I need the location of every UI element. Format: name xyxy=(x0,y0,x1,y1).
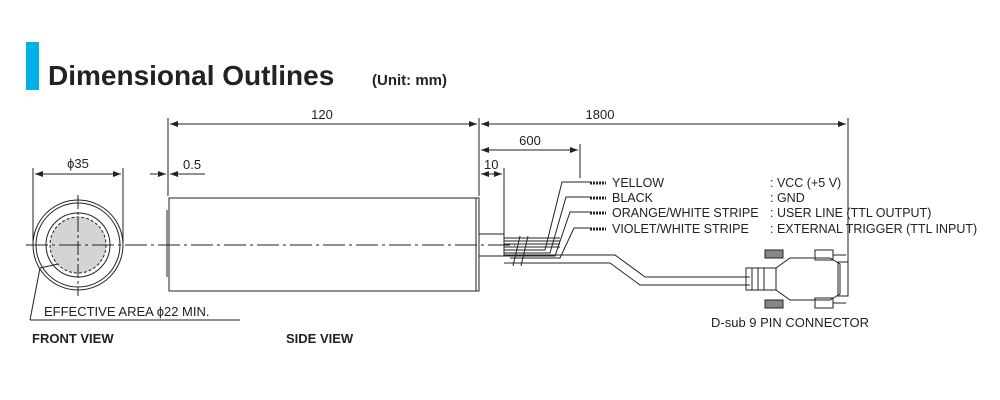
dimension-lines xyxy=(32,118,849,272)
front-view-drawing xyxy=(29,195,240,321)
front-view-label: FRONT VIEW xyxy=(32,331,114,346)
side-view-body xyxy=(166,197,505,292)
wire-legend: YELLOW : VCC (+5 V) BLACK : GND ORANGE/W… xyxy=(612,176,977,236)
connector-label: D-sub 9 PIN CONNECTOR xyxy=(711,315,869,330)
wire-function-gnd: : GND xyxy=(770,191,805,205)
dim-nose-length: 10 xyxy=(484,157,498,172)
wire-function-user-line: : USER LINE (TTL OUTPUT) xyxy=(770,206,931,220)
wire-color-yellow: YELLOW xyxy=(612,176,664,190)
dim-diameter: ϕ35 xyxy=(67,156,89,171)
wire-color-violet: VIOLET/WHITE STRIPE xyxy=(612,222,749,236)
wire-function-trigger: : EXTERNAL TRIGGER (TTL INPUT) xyxy=(770,222,977,236)
page-title: Dimensional Outlines xyxy=(48,60,334,91)
unit-label: (Unit: mm) xyxy=(372,72,447,89)
title-accent-bar xyxy=(26,42,39,90)
wire-color-orange: ORANGE/WHITE STRIPE xyxy=(612,206,759,220)
wire-color-black: BLACK xyxy=(612,191,654,205)
dim-body-length: 120 xyxy=(311,107,333,122)
side-view-label: SIDE VIEW xyxy=(286,331,354,346)
effective-area-label: EFFECTIVE AREA ϕ22 MIN. xyxy=(44,304,210,319)
dim-wire-length: 600 xyxy=(519,133,541,148)
dim-lip: 0.5 xyxy=(183,157,201,172)
wire-function-vcc: : VCC (+5 V) xyxy=(770,176,841,190)
dim-cable-length: 1800 xyxy=(586,107,615,122)
cable-drawing xyxy=(504,181,750,286)
dsub-connector-drawing xyxy=(745,249,849,309)
